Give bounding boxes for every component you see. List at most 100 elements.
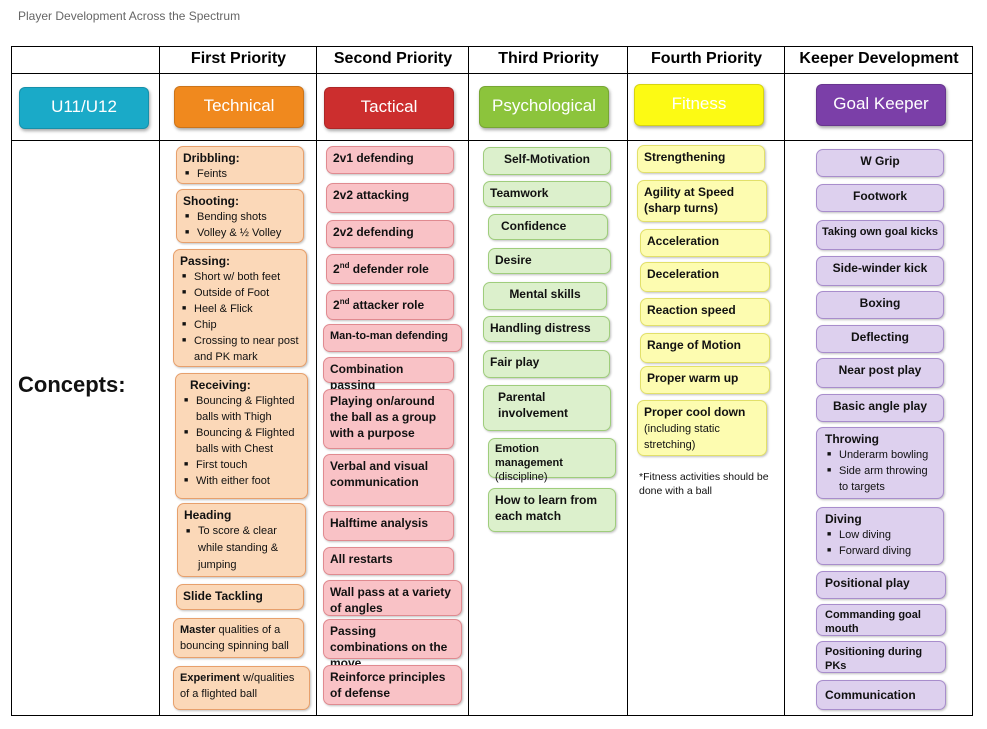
card-item: Outside of Foot: [180, 285, 300, 301]
card-text: Commanding goal mouth: [825, 609, 921, 635]
goalkeeper-card: Commanding goal mouth: [816, 604, 946, 636]
psychological-pill: Psychological: [479, 86, 609, 128]
card-text: w/qualities of a flighted ball: [180, 672, 295, 700]
card-title: Passing:: [180, 254, 231, 268]
card-text: Mental skills: [509, 287, 581, 301]
fitness-card: Proper cool down(including static stretc…: [637, 400, 767, 456]
card-item: Volley & ½ Volley: [183, 225, 297, 241]
card-text: Near post play: [838, 363, 922, 377]
row-divider: [12, 140, 972, 141]
card-text: Agility at Speed (sharp turns): [644, 185, 735, 215]
card-text: Man-to-man defending: [330, 330, 448, 342]
card-item: Bouncing & Flighted balls with Chest: [182, 425, 301, 457]
card-title: Throwing: [825, 432, 879, 446]
age-group-pill: U11/U12: [19, 87, 149, 129]
psychological-card: How to learn from each match: [488, 488, 616, 532]
card-text: Playing on/around the ball as a group wi…: [330, 394, 437, 440]
psychological-card: Confidence: [488, 214, 608, 240]
card-title: Master: [180, 624, 216, 636]
card-text: Confidence: [501, 219, 567, 233]
goalkeeper-card: Boxing: [816, 291, 944, 319]
card-text: Reinforce principles of defense: [330, 670, 446, 700]
column-divider: [784, 47, 785, 715]
psychological-card: Handling distress: [483, 316, 610, 342]
card-title: Heading: [184, 508, 232, 522]
goalkeeper-pill: Goal Keeper: [816, 84, 946, 126]
card-title: Receiving:: [190, 378, 251, 392]
card-item: Bouncing & Flighted balls with Thigh: [182, 393, 301, 425]
technical-card: Dribbling: Feints: [176, 146, 304, 184]
tactical-card: All restarts: [323, 547, 454, 575]
card-item: Forward diving: [825, 543, 937, 559]
fitness-card: Reaction speed: [640, 298, 770, 326]
card-text: All restarts: [330, 552, 393, 566]
psychological-card: Parental involvement: [483, 385, 611, 431]
card-text: Reaction speed: [647, 303, 736, 317]
goalkeeper-card: Diving Low diving Forward diving: [816, 507, 944, 565]
card-item: Low diving: [825, 527, 937, 543]
card-sup: nd: [339, 297, 350, 306]
card-text: Wall pass at a variety of angles: [330, 585, 451, 615]
card-text: Parental involvement: [498, 390, 569, 420]
header-third-priority: Third Priority: [498, 50, 599, 67]
goalkeeper-card: Footwork: [816, 184, 944, 212]
header-fourth-priority: Fourth Priority: [650, 50, 763, 67]
tactical-card: 2v2 attacking: [326, 183, 454, 213]
technical-card: Master qualities of a bouncing spinning …: [173, 618, 304, 658]
goalkeeper-card: Communication: [816, 680, 946, 710]
goalkeeper-card: Positioning during PKs: [816, 641, 946, 673]
tactical-card: Combination passing: [323, 357, 454, 392]
fitness-card: Deceleration: [640, 262, 770, 292]
card-text: Side-winder kick: [832, 261, 928, 275]
goalkeeper-card: Positional play: [816, 571, 946, 599]
goalkeeper-card: W Grip: [816, 149, 944, 177]
card-text: Boxing: [859, 296, 901, 310]
card-text: Handling distress: [490, 321, 591, 335]
card-text: Strengthening: [644, 150, 726, 164]
fitness-card: Range of Motion: [640, 333, 770, 363]
tactical-card: 2nd attacker role: [326, 290, 454, 320]
card-text: attacker role: [349, 298, 425, 312]
tactical-card: Wall pass at a variety of angles: [323, 580, 462, 616]
card-text: Verbal and visual communication: [330, 459, 429, 489]
psychological-card: Emotion management(discipline): [488, 438, 616, 483]
card-text: Deceleration: [647, 267, 720, 281]
card-text: qualities of a bouncing spinning ball: [180, 624, 289, 652]
card-text: defender role: [349, 262, 429, 276]
card-text: Proper cool down: [644, 405, 746, 419]
card-title: Slide Tackling: [183, 589, 263, 603]
goalkeeper-card: Throwing Underarm bowling Side arm throw…: [816, 427, 944, 499]
card-text: Emotion management: [495, 443, 563, 469]
card-text: Halftime analysis: [330, 516, 429, 530]
tactical-card: 2v2 defending: [326, 220, 454, 248]
card-text: Fair play: [490, 355, 540, 369]
card-item: First touch: [182, 457, 301, 473]
row-divider: [12, 73, 972, 74]
column-divider: [627, 47, 628, 715]
fitness-note: *Fitness activities should be done with …: [639, 471, 769, 497]
column-divider: [468, 47, 469, 715]
goalkeeper-card: Deflecting: [816, 325, 944, 353]
card-text: Combination passing: [330, 362, 404, 392]
psychological-card: Fair play: [483, 350, 610, 378]
card-sup: nd: [339, 261, 350, 270]
card-item: Heel & Flick: [180, 301, 300, 317]
technical-card: Experiment w/qualities of a flighted bal…: [173, 666, 310, 710]
goalkeeper-card: Near post play: [816, 358, 944, 388]
priority-table: [11, 46, 973, 716]
technical-pill: Technical: [174, 86, 304, 128]
card-item: Bending shots: [183, 209, 297, 225]
card-item: Short w/ both feet: [180, 269, 300, 285]
card-text: Proper warm up: [647, 371, 739, 385]
header-first-priority: First Priority: [190, 50, 287, 67]
tactical-card: Halftime analysis: [323, 511, 454, 541]
tactical-pill: Tactical: [324, 87, 454, 129]
column-divider: [316, 47, 317, 715]
card-item: Crossing to near post and PK mark: [180, 333, 300, 365]
header-keeper-development: Keeper Development: [799, 50, 959, 67]
card-text: Deflecting: [850, 330, 909, 344]
card-item: Feints: [183, 166, 297, 182]
card-item: Chip: [180, 317, 300, 333]
goalkeeper-card: Basic angle play: [816, 394, 944, 422]
fitness-card: Strengthening: [637, 145, 765, 173]
